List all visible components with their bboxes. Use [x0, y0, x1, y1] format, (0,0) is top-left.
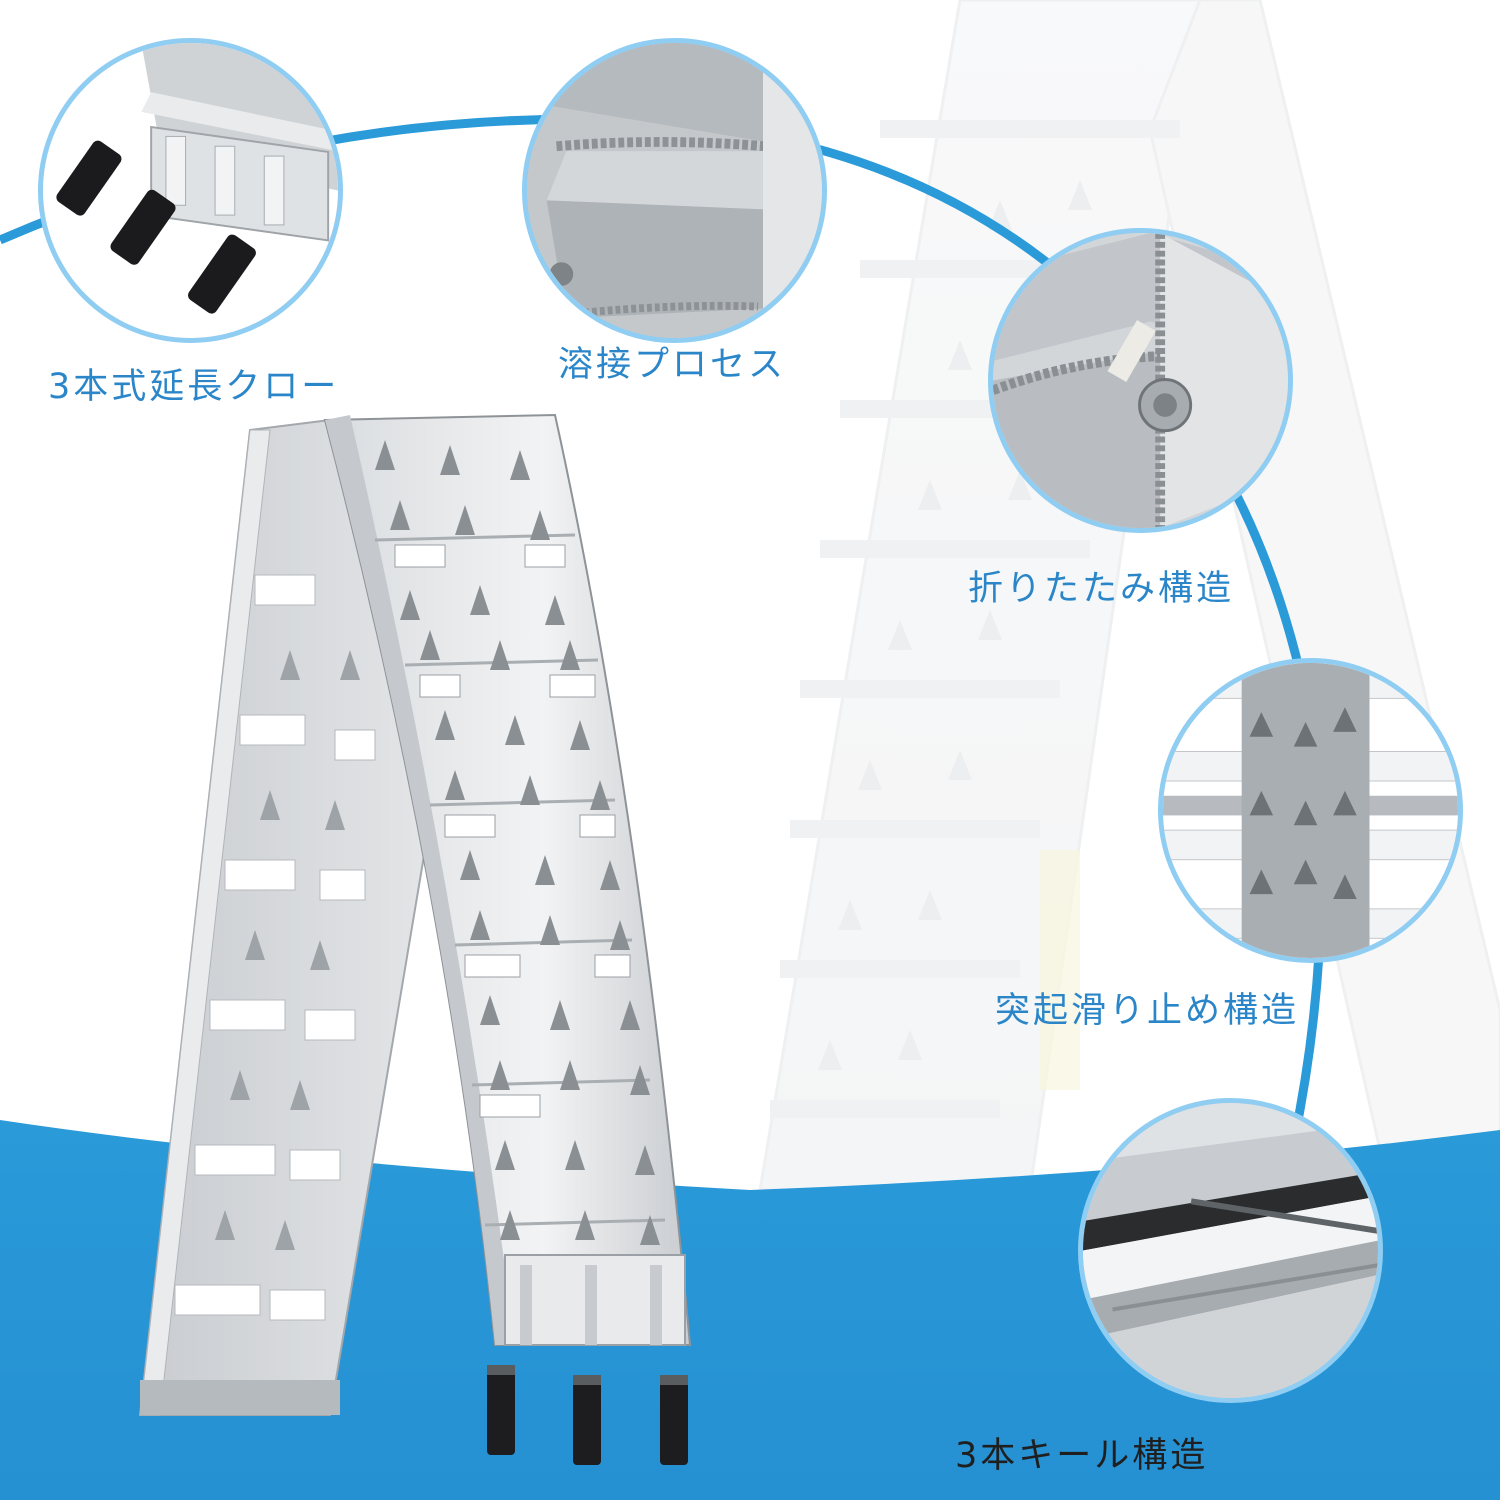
triangle-studs [375, 440, 660, 1245]
keel-detail-circle [1078, 1098, 1383, 1403]
callout-label-folding: 折りたたみ構造 [968, 569, 1235, 609]
rubber-claws [487, 1365, 688, 1465]
callout-label-anti-slip: 突起滑り止め構造 [995, 991, 1300, 1031]
claw-detail-circle [38, 38, 343, 343]
weld-detail-circle [522, 38, 827, 343]
triangle-studs-closeup-icon [1163, 663, 1458, 958]
callout-label-three-keel: 3本キール構造 [955, 1436, 1209, 1476]
callout-label-extension-claws: 3本式延長クロー [48, 367, 340, 407]
anti-slip-detail-circle [1158, 658, 1463, 963]
hinge-detail-circle [988, 228, 1293, 533]
ramp-front-deck [323, 413, 692, 1346]
ramp-back-half [138, 418, 432, 1416]
hinge-bolt-closeup-icon [993, 233, 1288, 528]
callout-label-welding: 溶接プロセス [558, 345, 787, 385]
rubber-claw-closeup-icon [43, 43, 338, 338]
weld-seam-closeup-icon [527, 43, 822, 338]
keel-rails-closeup-icon [1083, 1103, 1378, 1398]
